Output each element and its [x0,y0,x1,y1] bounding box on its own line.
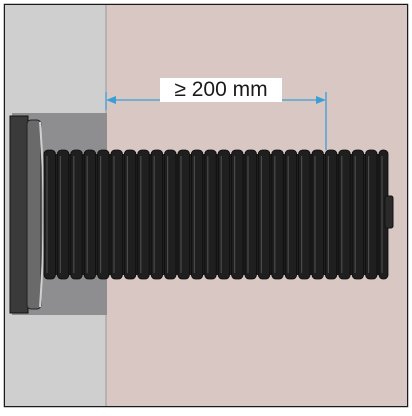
pipe-end-cap [384,195,394,229]
pipe-rib [124,149,137,280]
pipe-rib [217,149,230,280]
pipe-rib [110,149,123,280]
dimension-arrow-right [316,96,326,104]
pipe-rib [43,149,56,280]
pipe-rib [324,149,338,280]
pipe-rib [284,149,298,280]
dimension-label: ≥ 200 mm [160,78,282,102]
pipe-rib [190,149,204,280]
pipe-rib [57,149,70,280]
pipe-rib [271,149,284,280]
pipe-rib [298,149,311,280]
pipe-rib [257,149,271,280]
pipe-rib [137,149,150,280]
pipe-rib [97,149,110,280]
dimension-arrow-left [106,96,116,104]
pipe-rib [83,149,96,280]
pipe-rib [150,149,163,280]
pipe-rib [244,149,257,280]
pipe-rib [164,149,177,280]
pipe-rib [311,149,324,280]
flange-rim [26,119,42,310]
pipe-rib [338,149,351,280]
pipe-rib [70,149,83,280]
flange-plate [9,115,29,314]
pipe-rib [365,149,378,280]
pipe-rib [204,149,217,280]
pipe-rib [351,149,365,280]
corrugated-pipe [43,149,389,280]
flange-edge [39,121,45,308]
pipe-rib [177,149,190,280]
pipe-rib [231,149,244,280]
